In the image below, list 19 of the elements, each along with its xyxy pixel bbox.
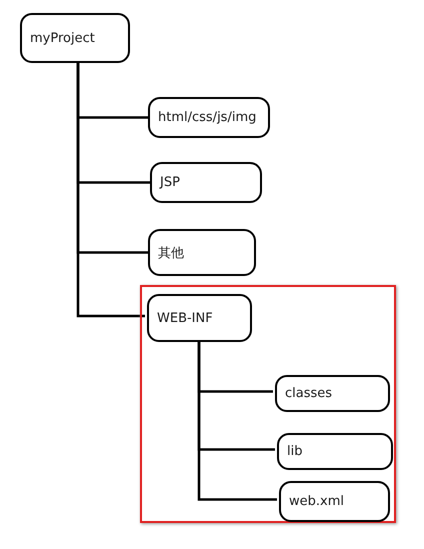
highlight-frame (140, 285, 396, 523)
folder-name: html/css/js/img (158, 110, 256, 125)
folder-box (279, 481, 390, 522)
folder-box (147, 294, 252, 342)
folder-box (150, 162, 262, 203)
folder-box (20, 13, 130, 63)
tree-connector (198, 340, 277, 501)
folder-name: classes (285, 386, 332, 401)
folder-box (277, 433, 393, 470)
folder-box (148, 229, 256, 276)
folder-box (148, 97, 270, 138)
folder-box (275, 375, 390, 412)
tree-connector (76, 63, 145, 318)
folder-name: myProject (30, 30, 95, 46)
folder-name: 其他 (158, 244, 184, 262)
folder-name: web.xml (289, 494, 344, 509)
folder-name: lib (287, 444, 302, 459)
folder-name: WEB-INF (157, 310, 213, 326)
folder-name: JSP (160, 175, 180, 190)
